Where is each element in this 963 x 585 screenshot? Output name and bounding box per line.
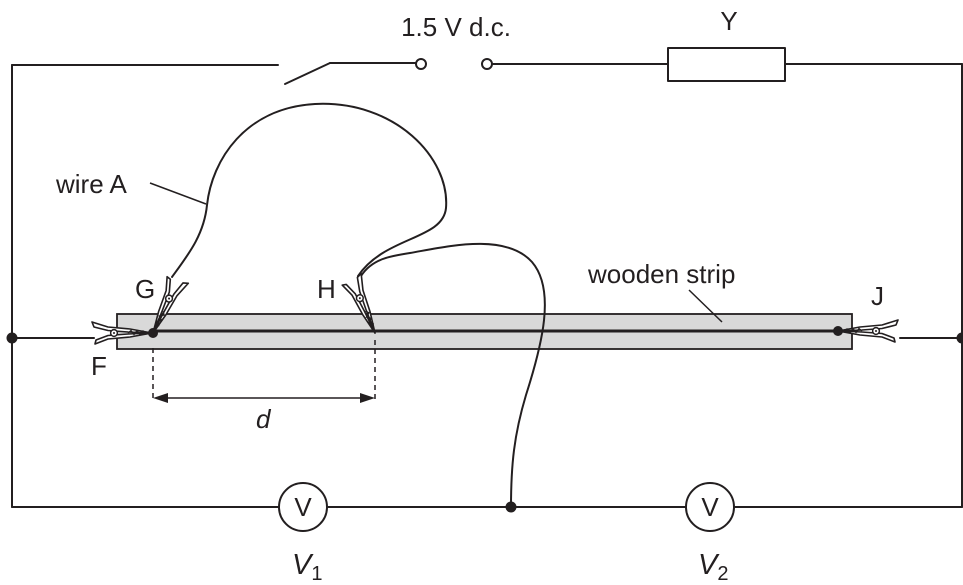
voltmeter-2-label: V2 (698, 549, 728, 585)
supply-terminal-right (481, 58, 493, 70)
voltmeter-2-symbol: V (701, 492, 719, 522)
clip-j-junction-dot (833, 326, 843, 336)
wire-a-leader-line (149, 182, 207, 205)
right-junction-dot (956, 332, 963, 344)
dimension-arrowhead-left (153, 393, 168, 403)
resistor-y (667, 47, 786, 82)
voltmeter-1-symbol: V (294, 492, 312, 522)
distance-label: d (256, 404, 272, 434)
voltmeter-1-label: V1 (292, 549, 322, 585)
clip-g-junction-dot (148, 328, 158, 338)
resistor-label: Y (720, 6, 737, 36)
left-junction-dot (6, 332, 18, 344)
clip-g-label: G (135, 274, 155, 304)
clip-f-label: F (91, 351, 107, 381)
supply-label: 1.5 V d.c. (401, 12, 511, 42)
strip-leader-line (688, 289, 723, 323)
supply-terminal-left (415, 58, 427, 70)
wire-a (171, 102, 448, 278)
wire-a-label: wire A (55, 169, 127, 199)
clip-h-label: H (317, 274, 336, 304)
strip-label: wooden strip (587, 259, 735, 289)
clip-j-label: J (871, 281, 884, 311)
switch-lever (284, 62, 331, 85)
dimension-arrowhead-right (360, 393, 375, 403)
lead-to-junction (360, 243, 546, 508)
